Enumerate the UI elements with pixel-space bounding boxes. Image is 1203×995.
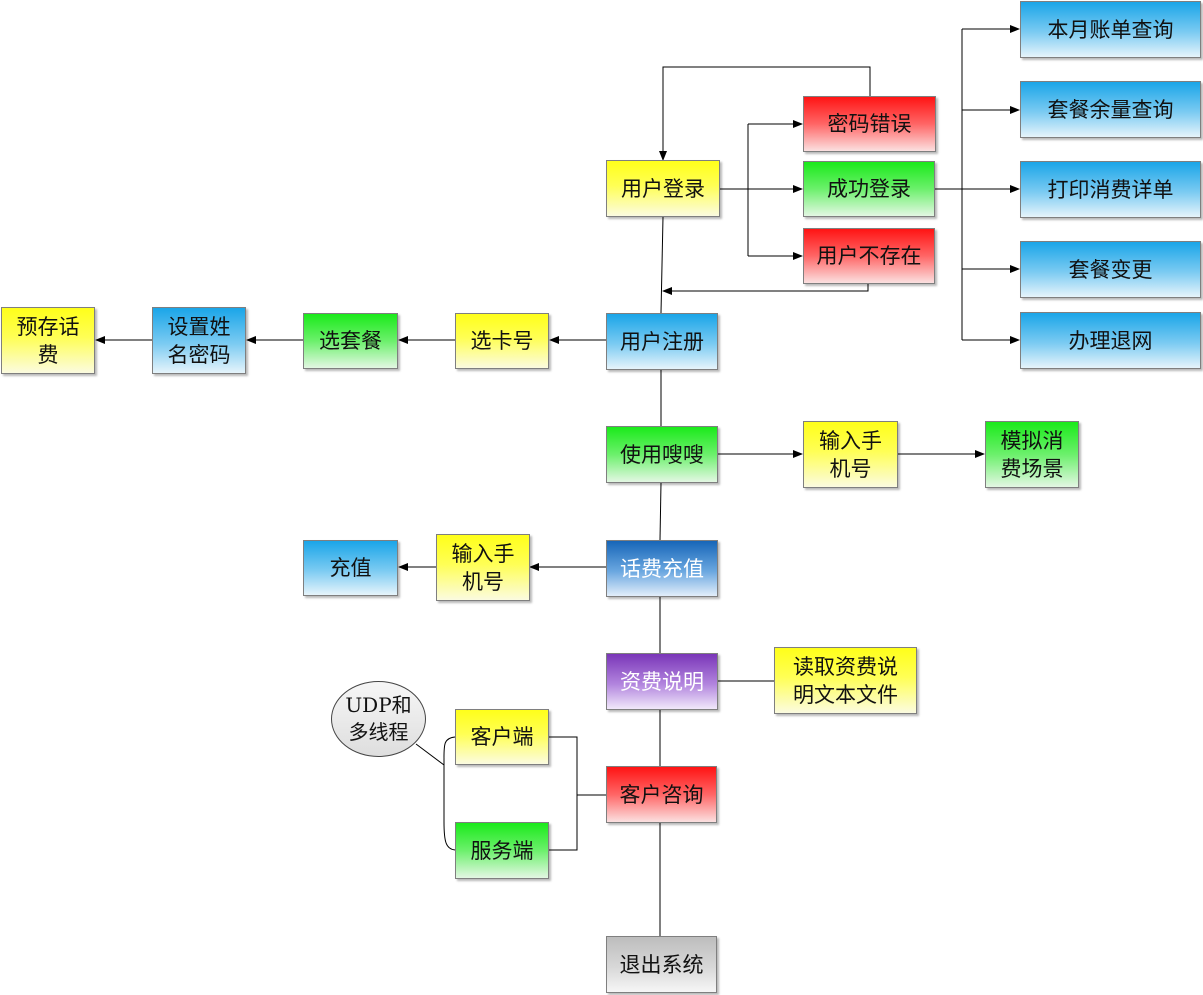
register-node: 用户注册 <box>606 313 718 370</box>
consult-node: 客户咨询 <box>606 766 717 823</box>
exit-label: 退出系统 <box>619 952 704 977</box>
login-success-node: 成功登录 <box>803 161 935 217</box>
monthly-bill-node: 本月账单查询 <box>1020 1 1201 58</box>
tariff-node: 资费说明 <box>606 653 718 710</box>
input-phone-node-1: 输入手 机号 <box>803 421 898 488</box>
simulate-consumption-label: 模拟消 费场景 <box>1000 428 1064 481</box>
login-node: 用户登录 <box>606 160 720 217</box>
charge-node: 充值 <box>303 540 398 596</box>
use-soso-label: 使用嗖嗖 <box>620 442 704 467</box>
select-card-label: 选卡号 <box>470 329 534 353</box>
simulate-consumption-node: 模拟消 费场景 <box>985 421 1079 488</box>
not-exist-to-register <box>662 284 869 295</box>
login-success-label: 成功登录 <box>827 177 911 201</box>
set-name-password-node: 设置姓 名密码 <box>152 307 246 374</box>
recharge-label: 话费充值 <box>620 556 704 581</box>
password-error-node: 密码错误 <box>803 96 936 152</box>
consult-bracket <box>549 736 606 851</box>
charge-label: 充值 <box>329 556 372 580</box>
client-label: 客户端 <box>470 725 534 749</box>
cancel-network-node: 办理退网 <box>1020 312 1201 369</box>
input-phone-label-2: 输入手 机号 <box>451 541 515 594</box>
package-change-node: 套餐变更 <box>1020 241 1201 298</box>
udp-multithread-label: UDP和 多线程 <box>345 693 412 744</box>
select-card-node: 选卡号 <box>455 313 549 369</box>
read-tariff-file-label: 读取资费说 明文本文件 <box>793 654 898 707</box>
print-detail-label: 打印消费详单 <box>1047 177 1174 202</box>
consult-label: 客户咨询 <box>619 782 704 807</box>
password-error-label: 密码错误 <box>827 112 912 136</box>
prepay-node: 预存话 费 <box>1 307 95 374</box>
set-name-password-label: 设置姓 名密码 <box>167 314 231 367</box>
udp-multithread-note: UDP和 多线程 <box>331 681 426 757</box>
register-label: 用户注册 <box>620 329 704 354</box>
print-detail-node: 打印消费详单 <box>1020 161 1201 218</box>
input-phone-label-1: 输入手 机号 <box>819 428 882 481</box>
spine-login-register <box>660 216 664 314</box>
spine-soso-recharge <box>659 482 662 541</box>
recharge-node: 话费充值 <box>606 540 718 597</box>
use-soso-node: 使用嗖嗖 <box>606 426 718 483</box>
exit-node: 退出系统 <box>606 936 717 993</box>
package-change-label: 套餐变更 <box>1068 257 1153 282</box>
input-phone-node-2: 输入手 机号 <box>436 534 530 601</box>
login-label: 用户登录 <box>621 176 705 201</box>
package-remain-node: 套餐余量查询 <box>1020 81 1201 138</box>
read-tariff-file-node: 读取资费说 明文本文件 <box>774 647 917 714</box>
client-node: 客户端 <box>455 709 549 765</box>
select-package-node: 选套餐 <box>303 313 398 369</box>
prepay-label: 预存话 费 <box>16 314 80 367</box>
select-package-label: 选套餐 <box>319 329 382 353</box>
monthly-bill-label: 本月账单查询 <box>1047 17 1174 42</box>
user-not-exist-node: 用户不存在 <box>803 228 935 284</box>
loop-pwd-error-to-login <box>659 66 871 161</box>
server-label: 服务端 <box>470 838 534 863</box>
server-node: 服务端 <box>455 822 549 879</box>
cancel-network-label: 办理退网 <box>1068 328 1153 353</box>
udp-note-brace <box>415 736 456 851</box>
tariff-label: 资费说明 <box>620 669 704 694</box>
user-not-exist-label: 用户不存在 <box>816 244 922 268</box>
package-remain-label: 套餐余量查询 <box>1047 97 1174 122</box>
